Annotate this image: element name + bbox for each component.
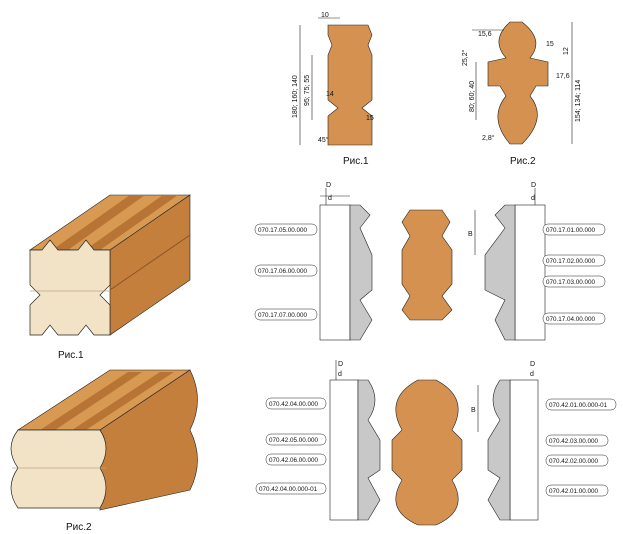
dim-fig1-top: 10 (321, 12, 329, 19)
part-1r-3: 070.17.04.00.000 (546, 316, 596, 323)
part-1l-0: 070.17.05.00.000 (258, 227, 308, 234)
part-1l-2: 070.17.07.00.000 (258, 312, 308, 319)
part-1l-1: 070.17.06.00.000 (258, 268, 308, 275)
part-2r-1: 070.42.03.00.000 (549, 438, 599, 445)
log-3d-fig1: Рис.1 (29, 194, 191, 361)
part-1r-2: 070.17.03.00.000 (546, 279, 596, 286)
dim-fig2-d: 12 (563, 47, 570, 55)
caption-fig1-3d: Рис.1 (58, 350, 84, 361)
caption-fig2-3d: Рис.2 (66, 522, 92, 533)
dim-fig2-angle: 2,8° (482, 134, 495, 142)
letter-B-1r: B (468, 231, 473, 238)
letter-D-1l: D (326, 182, 331, 189)
profile-fig2: 15,6 25,2° 15 12 17,6 80; 60; 40 154; 13… (461, 21, 582, 167)
cutter-set-1: D d 070.17.05.00.000 070.17.06.00.000 07… (254, 182, 606, 341)
part-2r-3: 070.42.01.00.000 (549, 488, 599, 495)
letter-d-1l: d (328, 195, 332, 202)
dim-fig1-angle: 45° (318, 136, 329, 144)
part-2l-2: 070.42.06.00.000 (269, 457, 319, 464)
dim-fig2-outer: 154; 134; 114 (575, 80, 582, 122)
letter-d-1r: d (531, 195, 535, 202)
dim-fig2-b: 25,2° (461, 49, 469, 66)
caption-fig1-profile: Рис.1 (343, 156, 369, 167)
dim-fig1-inner: 95; 75; 55 (304, 75, 311, 106)
letter-D-1r: D (531, 182, 536, 189)
caption-fig2-profile: Рис.2 (510, 156, 536, 167)
dim-fig1-side: 14 (326, 91, 334, 98)
part-1r-1: 070.17.02.00.000 (546, 258, 596, 265)
dim-fig2-inner: 80; 60; 40 (469, 81, 476, 112)
cutter-set-2: D d 070.42.04.00.000 070.42.05.00.000 07… (255, 360, 617, 526)
part-2l-0: 070.42.04.00.000 (269, 401, 319, 408)
part-2r-2: 070.42.02.00.000 (549, 458, 599, 465)
profile-fig1: 10 180; 160; 140 95; 75; 55 14 15 45° Ри… (292, 12, 374, 167)
dim-fig1-side2: 15 (366, 115, 374, 122)
dim-fig2-e: 17,6 (556, 73, 570, 80)
letter-D-2l: D (338, 361, 343, 368)
letter-D-2r: D (530, 361, 535, 368)
letter-B-2r: B (471, 407, 476, 414)
log-3d-fig2: Рис.2 (10, 369, 198, 533)
letter-d-2r: d (530, 371, 534, 378)
dim-fig2-c: 15 (546, 41, 554, 48)
part-2l-3: 070.42.04.00.000-01 (259, 486, 318, 493)
part-2l-1: 070.42.05.00.000 (269, 437, 319, 444)
letter-d-2l: d (338, 371, 342, 378)
dim-fig2-a: 15,6 (478, 31, 492, 38)
part-1r-0: 070.17.01.00.000 (546, 227, 596, 234)
part-2r-0: 070.42.01.00.000-01 (549, 402, 608, 409)
dim-fig1-heights: 180; 160; 140 (292, 75, 299, 118)
